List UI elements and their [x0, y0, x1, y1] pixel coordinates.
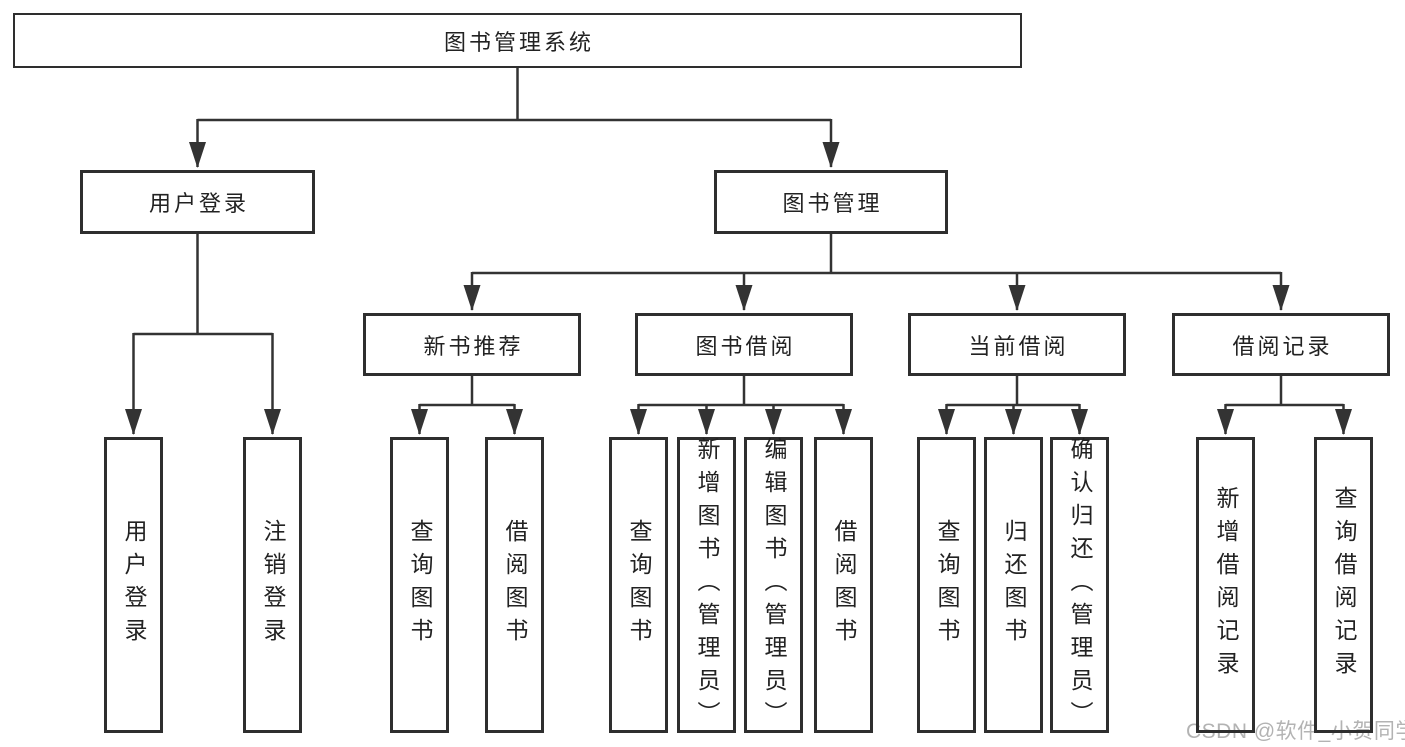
node-borrow-records: 借阅记录 [1172, 313, 1390, 376]
node-current-borrow-label: 当前借阅 [968, 333, 1069, 359]
leaf-logout-label: 注销登录 [260, 519, 286, 651]
leaf-return-book-label: 归还图书 [1001, 519, 1027, 651]
node-root: 图书管理系统 [13, 13, 1022, 68]
leaf-edit-book-admin: 编辑图书（管理员） [744, 436, 803, 734]
leaf-return-book: 归还图书 [984, 437, 1043, 733]
leaf-newbook-query-book: 查询图书 [390, 437, 449, 733]
leaf-user-login: 用户登录 [104, 437, 163, 733]
leaf-borrow-borrow-book-label: 借阅图书 [831, 519, 857, 651]
node-new-book-recommend-label: 新书推荐 [423, 333, 524, 359]
leaf-add-book-admin: 新增图书（管理员） [677, 436, 736, 734]
node-current-borrow: 当前借阅 [908, 313, 1126, 376]
node-book-management-label: 图书管理 [782, 191, 883, 216]
node-book-management: 图书管理 [714, 170, 948, 234]
leaf-edit-book-admin-label: 编辑图书（管理员） [761, 436, 787, 734]
node-user-login: 用户登录 [80, 170, 315, 234]
leaf-add-borrow-record-label: 新增借阅记录 [1213, 486, 1239, 684]
leaf-add-book-admin-label: 新增图书（管理员） [694, 436, 720, 734]
node-root-label: 图书管理系统 [443, 29, 594, 55]
leaf-borrow-query-book: 查询图书 [609, 437, 668, 733]
node-book-borrow-label: 图书借阅 [695, 333, 796, 359]
leaf-confirm-return-admin: 确认归还（管理员） [1050, 436, 1109, 734]
leaf-newbook-query-book-label: 查询图书 [407, 519, 433, 651]
leaf-borrow-borrow-book: 借阅图书 [814, 437, 873, 733]
leaf-newbook-borrow-book-label: 借阅图书 [502, 519, 528, 651]
leaf-confirm-return-admin-label: 确认归还（管理员） [1067, 436, 1093, 734]
leaf-current-query-book-label: 查询图书 [934, 519, 960, 651]
leaf-newbook-borrow-book: 借阅图书 [485, 437, 544, 733]
csdn-watermark: CSDN @软件_小贺同学 [1186, 720, 1405, 743]
node-borrow-records-label: 借阅记录 [1232, 333, 1333, 359]
node-book-borrow: 图书借阅 [635, 313, 853, 376]
leaf-current-query-book: 查询图书 [917, 437, 976, 733]
leaf-borrow-query-book-label: 查询图书 [626, 519, 652, 651]
leaf-user-login-label: 用户登录 [121, 519, 147, 651]
leaf-query-borrow-record-label: 查询借阅记录 [1331, 486, 1357, 684]
leaf-logout: 注销登录 [243, 437, 302, 733]
node-new-book-recommend: 新书推荐 [363, 313, 581, 376]
node-user-login-label: 用户登录 [148, 191, 249, 216]
leaf-add-borrow-record: 新增借阅记录 [1196, 437, 1255, 733]
leaf-query-borrow-record: 查询借阅记录 [1314, 437, 1373, 733]
